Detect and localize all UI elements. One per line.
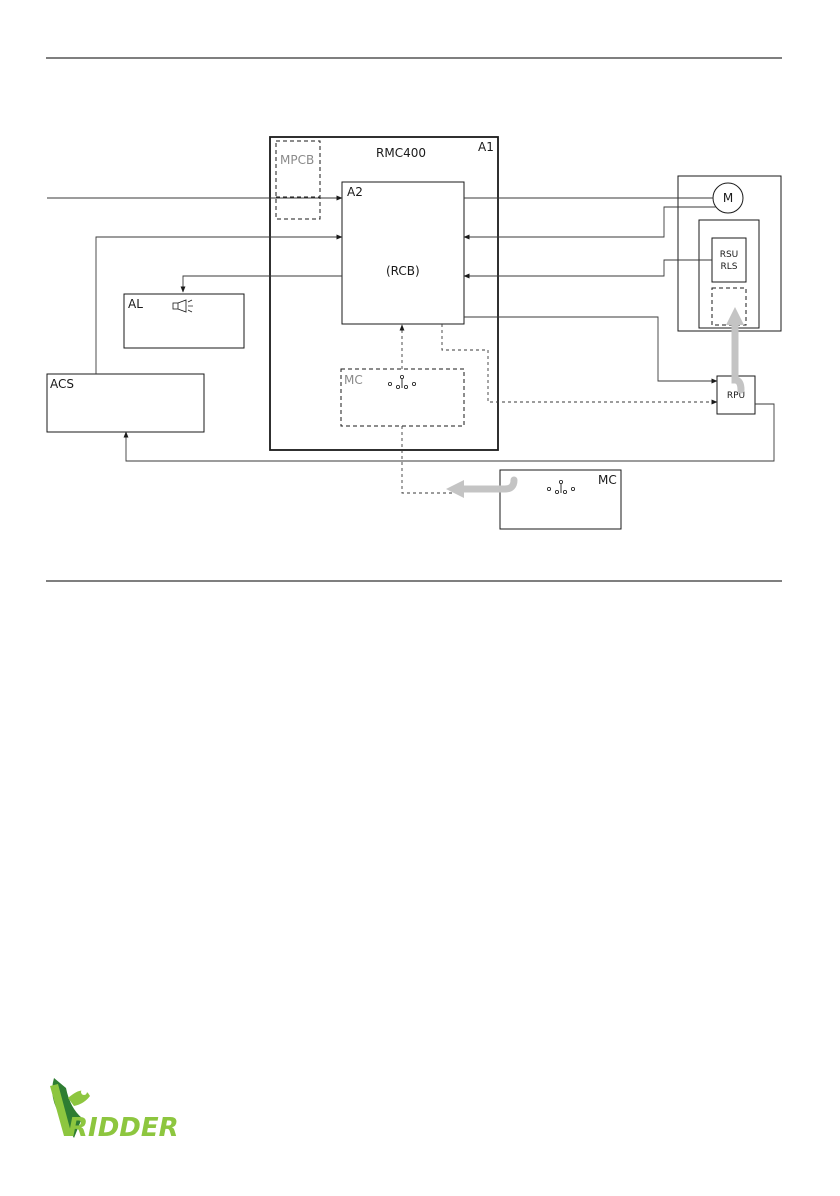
mc-move-arrow (462, 480, 514, 489)
mpcb-label: MPCB (280, 153, 314, 167)
rmc400-label: RMC400 (376, 146, 426, 160)
a1-label: A1 (478, 140, 494, 154)
ridder-logo-text: RIDDER (68, 1113, 179, 1143)
rsu-to-a2-wire (464, 260, 712, 276)
rpu-move-arrow (735, 323, 741, 390)
a2-label: A2 (347, 185, 363, 199)
al-label: AL (128, 297, 143, 311)
selector-switch-icon (547, 480, 574, 493)
acs-label: ACS (50, 377, 74, 391)
a2-to-rpu-wire (464, 317, 717, 381)
rsu-rls-box (712, 238, 746, 282)
mc-outer-dashed-wire (402, 426, 452, 493)
ridder-logo: RIDDER (50, 1078, 179, 1143)
limit-switch-housing (699, 220, 759, 328)
rpu-to-acs-wire (126, 404, 774, 461)
rcb-label: (RCB) (386, 264, 420, 278)
mc-inner-label: MC (344, 373, 363, 387)
motor-label: M (723, 191, 733, 205)
a2-to-rpu-dashed-wire (442, 324, 717, 402)
mc-outer-label: MC (598, 473, 617, 487)
mc-move-arrowhead (446, 480, 464, 498)
rsu-label: RSU (720, 250, 739, 260)
rls-label: RLS (721, 262, 738, 272)
a2-to-al-wire (183, 276, 342, 292)
rpu-move-arrowhead (726, 307, 744, 325)
a2-box (342, 182, 464, 324)
horn-icon (173, 300, 193, 312)
selector-switch-icon (388, 375, 415, 388)
